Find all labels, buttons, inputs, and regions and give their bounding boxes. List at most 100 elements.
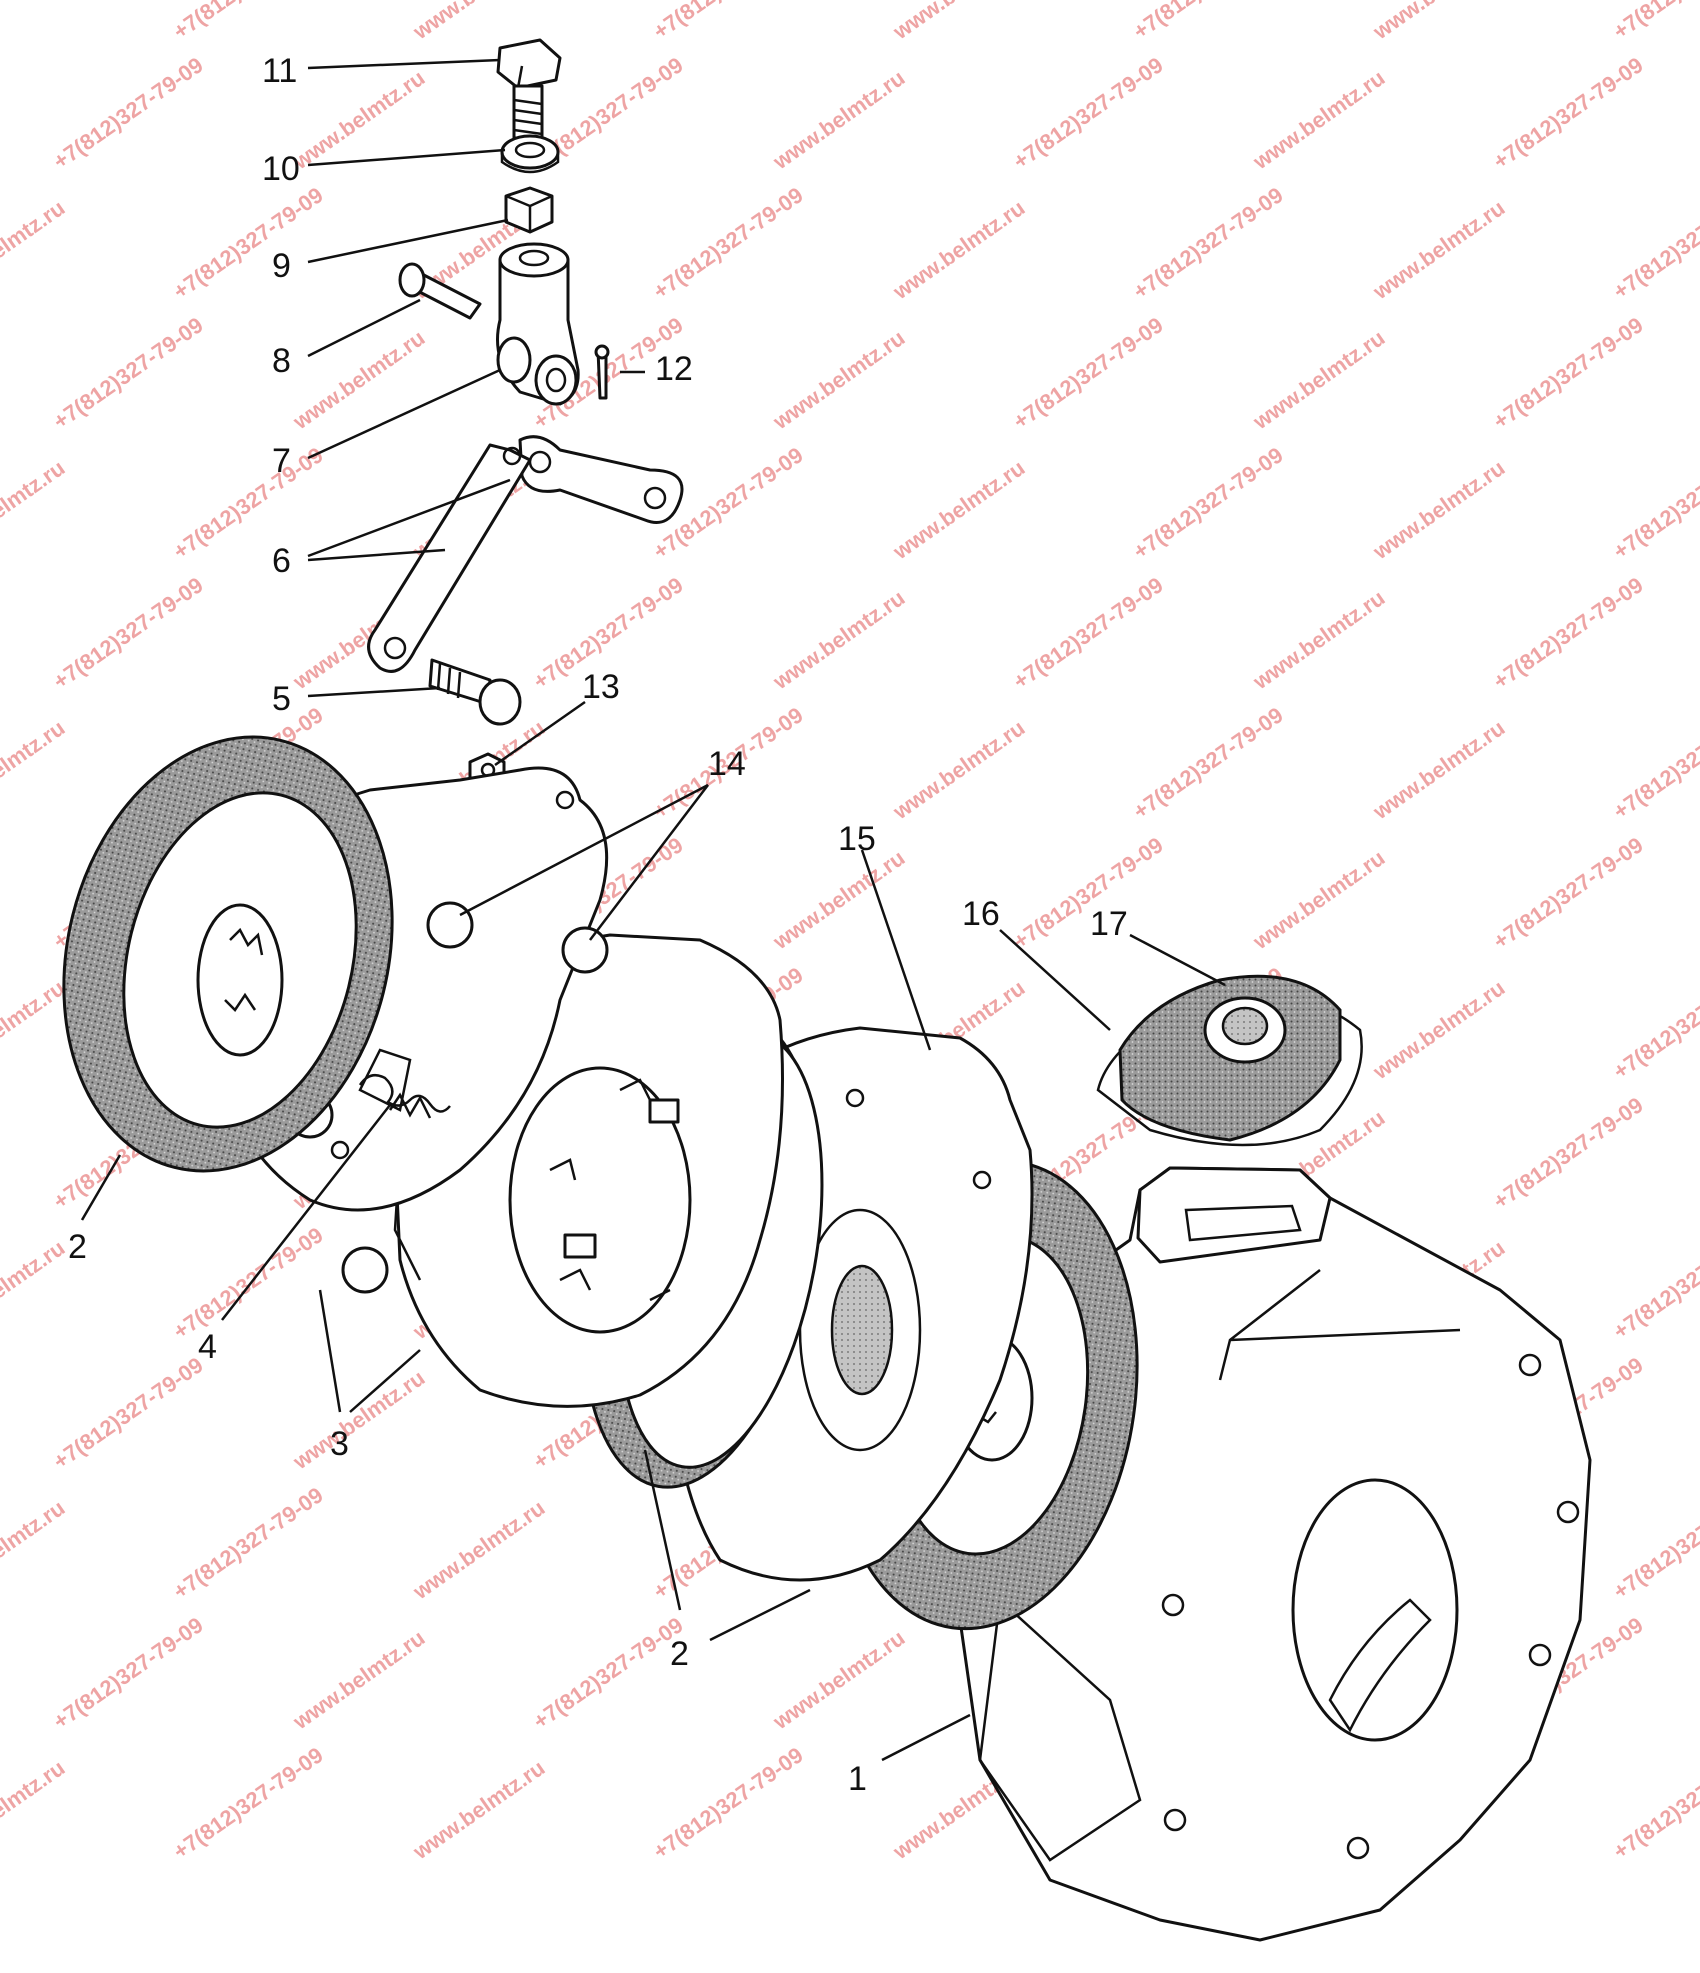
callout-10: 10 xyxy=(262,150,300,188)
watermark-site: www.belmtz.ru xyxy=(1368,975,1510,1085)
watermark-phone: +7(812)327-79-09 xyxy=(1609,442,1700,564)
watermark-phone: +7(812)327-79-09 xyxy=(1489,312,1648,434)
watermark-site: www.belmtz.ru xyxy=(1248,585,1390,695)
callout-13: 13 xyxy=(582,668,620,706)
watermark-site: www.belmtz.ru xyxy=(288,1365,430,1475)
watermark-site: www.belmtz.ru xyxy=(408,0,550,45)
watermark-site: www.belmtz.ru xyxy=(768,585,910,695)
watermark-phone: +7(812)327-79-09 xyxy=(169,182,328,304)
watermark-phone: +7(812)327-79-09 xyxy=(49,312,208,434)
watermark-site: www.belmtz.ru xyxy=(1368,0,1510,45)
watermark-site: www.belmtz.ru xyxy=(408,1495,550,1605)
callout-8: 8 xyxy=(272,342,291,380)
watermark-site: www.belmtz.ru xyxy=(0,1755,69,1865)
watermark-phone: +7(812)327-79-09 xyxy=(1489,1092,1648,1214)
part-bolt xyxy=(496,38,562,140)
callout-5: 5 xyxy=(272,680,291,718)
watermark-site: www.belmtz.ru xyxy=(0,715,69,825)
watermark-site: www.belmtz.ru xyxy=(288,325,430,435)
watermark-phone: +7(812)327-79-09 xyxy=(1129,702,1288,824)
watermark-phone: +7(812)327-79-09 xyxy=(1609,962,1700,1084)
watermark-site: www.belmtz.ru xyxy=(1368,715,1510,825)
watermark-phone: +7(812)327-79-09 xyxy=(49,572,208,694)
watermark-phone: +7(812)327-79-09 xyxy=(1609,0,1700,44)
watermark-site: www.belmtz.ru xyxy=(0,455,69,565)
watermark-phone: +7(812)327-79-09 xyxy=(1489,52,1648,174)
part-levers xyxy=(367,435,684,673)
part-friction-disc-left xyxy=(62,735,394,1173)
watermark-phone: +7(812)327-79-09 xyxy=(169,1742,328,1864)
watermark-site: www.belmtz.ru xyxy=(768,845,910,955)
callout-17: 17 xyxy=(1090,905,1128,943)
watermark-phone: +7(812)327-79-09 xyxy=(1609,1222,1700,1344)
watermark-phone: +7(812)327-79-09 xyxy=(1609,182,1700,304)
watermark-phone: +7(812)327-79-09 xyxy=(49,1612,208,1734)
callout-11: 11 xyxy=(262,52,297,90)
watermark-phone: +7(812)327-79-09 xyxy=(1489,832,1648,954)
watermark-site: www.belmtz.ru xyxy=(888,195,1030,305)
watermark-phone: +7(812)327-79-09 xyxy=(1009,572,1168,694)
callout-16: 16 xyxy=(962,895,1000,933)
part-cotter-pin xyxy=(594,344,610,400)
watermark-phone: +7(812)327-79-09 xyxy=(649,0,808,44)
callout-2-left: 2 xyxy=(68,1228,87,1266)
watermark-phone: +7(812)327-79-09 xyxy=(49,1352,208,1474)
callout-14: 14 xyxy=(708,745,746,783)
watermark-phone: +7(812)327-79-09 xyxy=(1129,182,1288,304)
watermark-phone: +7(812)327-79-09 xyxy=(169,0,328,44)
watermark-phone: +7(812)327-79-09 xyxy=(1489,572,1648,694)
watermark-site: www.belmtz.ru xyxy=(888,455,1030,565)
watermark-phone: +7(812)327-79-09 xyxy=(169,442,328,564)
watermark-site: www.belmtz.ru xyxy=(888,715,1030,825)
watermark-site: www.belmtz.ru xyxy=(768,65,910,175)
watermark-site: www.belmtz.ru xyxy=(0,1235,69,1345)
watermark-site: www.belmtz.ru xyxy=(288,1625,430,1735)
watermark-phone: +7(812)327-79-09 xyxy=(649,182,808,304)
watermark-phone: +7(812)327-79-09 xyxy=(1009,312,1168,434)
callout-7: 7 xyxy=(272,442,291,480)
part-nut xyxy=(504,186,554,234)
callout-12: 12 xyxy=(655,350,693,388)
part-springs xyxy=(358,1073,451,1119)
watermark-site: www.belmtz.ru xyxy=(1368,455,1510,565)
watermark-site: www.belmtz.ru xyxy=(1248,845,1390,955)
watermark-site: www.belmtz.ru xyxy=(0,195,69,305)
callout-1: 1 xyxy=(848,1760,867,1798)
watermark-phone: +7(812)327-79-09 xyxy=(1009,832,1168,954)
watermark-site: www.belmtz.ru xyxy=(1248,65,1390,175)
watermark-phone: +7(812)327-79-09 xyxy=(1129,442,1288,564)
watermark-site: www.belmtz.ru xyxy=(1368,195,1510,305)
watermark-phone: +7(812)327-79-09 xyxy=(49,52,208,174)
watermark-phone: +7(812)327-79-09 xyxy=(1609,1742,1700,1864)
watermark-phone: +7(812)327-79-09 xyxy=(1009,52,1168,174)
callout-15: 15 xyxy=(838,820,876,858)
watermark-phone: +7(812)327-79-09 xyxy=(649,1742,808,1864)
watermark-site: www.belmtz.ru xyxy=(408,1755,550,1865)
part-cover xyxy=(1118,974,1342,1142)
watermark-site: www.belmtz.ru xyxy=(768,325,910,435)
callout-9: 9 xyxy=(272,247,291,285)
leader-lines xyxy=(80,58,1226,1762)
part-fork xyxy=(496,242,580,406)
watermark-phone: +7(812)327-79-09 xyxy=(1609,702,1700,824)
watermark-phone: +7(812)327-79-09 xyxy=(529,1612,688,1734)
callout-3: 3 xyxy=(330,1425,349,1463)
watermark-phone: +7(812)327-79-09 xyxy=(1609,1482,1700,1604)
watermark-phone: +7(812)327-79-09 xyxy=(1129,0,1288,44)
part-stud xyxy=(428,658,522,726)
watermark-site: www.belmtz.ru xyxy=(1248,325,1390,435)
callout-numbers: 11 10 9 8 12 7 6 5 13 14 15 16 17 2 4 3 … xyxy=(68,52,1128,1798)
part-washer xyxy=(500,134,560,174)
watermark-site: www.belmtz.ru xyxy=(888,0,1030,45)
watermark-site: www.belmtz.ru xyxy=(0,1495,69,1605)
watermark-site: www.belmtz.ru xyxy=(0,0,69,45)
watermark-phone: +7(812)327-79-09 xyxy=(169,1222,328,1344)
watermark-phone: +7(812)327-79-09 xyxy=(169,1482,328,1604)
watermark-site: www.belmtz.ru xyxy=(0,975,69,1085)
part-pin xyxy=(398,262,482,320)
watermark-site: www.belmtz.ru xyxy=(768,1625,910,1735)
callout-4: 4 xyxy=(198,1328,217,1366)
callout-2-right: 2 xyxy=(670,1635,689,1673)
